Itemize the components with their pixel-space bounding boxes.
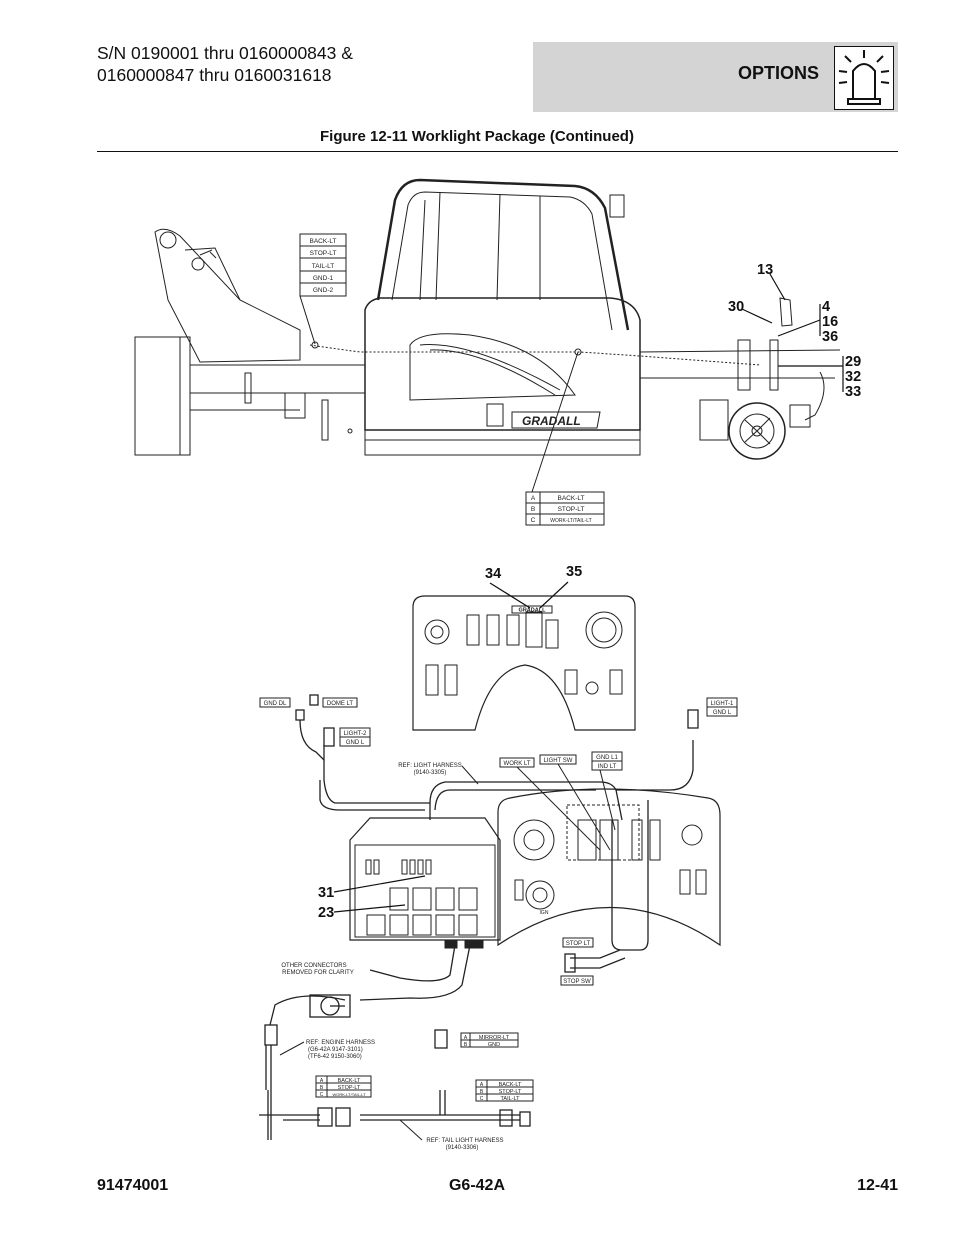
model-number: G6-42A — [448, 1177, 506, 1194]
svg-text:BACK-LT: BACK-LT — [558, 495, 585, 502]
callout-35: 35 — [566, 564, 582, 580]
ign-label: IGN — [540, 910, 549, 916]
machine-brand: GRADALL — [522, 414, 581, 428]
table1-row-2: STOP-LT — [310, 250, 337, 257]
label-ref-light-harness-pn: (9140-3305) — [414, 770, 447, 776]
table-right: A BACK-LT B STOP-LT C TAIL-LT — [475, 1079, 534, 1102]
svg-text:A: A — [464, 1035, 468, 1041]
svg-text:C: C — [531, 517, 536, 524]
table-mirror: A MIRROR-LT B GND — [460, 1032, 519, 1048]
table1-row-3: TAIL-LT — [312, 263, 335, 270]
svg-text:STOP-LT: STOP-LT — [558, 506, 585, 513]
label-ind-lt: IND LT — [598, 764, 617, 770]
svg-text:B: B — [320, 1085, 324, 1091]
callout-23: 23 — [318, 905, 334, 921]
label-gnd-l-a: GND L — [346, 740, 365, 746]
section-title: OPTIONS — [738, 63, 820, 83]
label-light-1: LIGHT-1 — [711, 701, 734, 707]
label-removed-for-clarity: REMOVED FOR CLARITY — [282, 970, 354, 976]
label-other-connectors: OTHER CONNECTORS — [281, 963, 346, 969]
lower-labels: GND DL DOME LT LIGHT-2 GND L LIGHT-1 GND… — [259, 697, 738, 1151]
callout-34: 34 — [485, 566, 501, 582]
wire-harnesses — [259, 694, 699, 1140]
svg-text:B: B — [531, 506, 535, 513]
svg-text:A: A — [531, 495, 536, 502]
callout-30: 30 — [728, 299, 744, 315]
label-stop-lt: STOP LT — [566, 941, 591, 947]
upper-dash-panel: GRADALL — [412, 595, 636, 731]
callout-4: 4 — [822, 299, 830, 315]
label-gnd-l1: GND L1 — [596, 755, 618, 761]
label-light-sw: LIGHT SW — [544, 758, 573, 764]
worklight-beacon-icon — [834, 46, 894, 110]
svg-text:B: B — [464, 1042, 468, 1048]
svg-text:BACK-LT: BACK-LT — [338, 1078, 361, 1084]
label-dome-lt: DOME LT — [327, 701, 354, 707]
label-ref-engine-harness: REF: ENGINE HARNESS — [306, 1040, 375, 1046]
callout-33: 33 — [845, 384, 861, 400]
svg-text:A: A — [320, 1078, 324, 1084]
svg-text:GND: GND — [488, 1042, 500, 1048]
label-light-2: LIGHT-2 — [344, 731, 367, 737]
callout-32: 32 — [845, 369, 861, 385]
label-ref-tail-harness: REF: TAIL LIGHT HARNESS — [426, 1138, 503, 1144]
label-ref-light-harness: REF: LIGHT HARNESS — [398, 763, 462, 769]
doc-number: 91474001 — [97, 1177, 169, 1194]
callout-13: 13 — [757, 262, 773, 278]
lower-callouts: 34 35 31 23 — [318, 564, 582, 921]
callout-31: 31 — [318, 885, 334, 901]
svg-text:BACK-LT: BACK-LT — [499, 1082, 522, 1088]
svg-text:C: C — [480, 1096, 484, 1102]
label-ref-tail-harness-pn: (9140-3306) — [446, 1145, 479, 1151]
svg-text:C: C — [320, 1092, 324, 1098]
connector-table-upper-center: A BACK-LT B STOP-LT C WORK-LT/TAIL-LT — [525, 491, 605, 526]
lower-dash-panel: IGN — [497, 788, 721, 947]
figure-title: Figure 12-11 Worklight Package (Continue… — [320, 128, 634, 145]
svg-text:WORK-LT/TAIL-LT: WORK-LT/TAIL-LT — [332, 1092, 366, 1097]
connector-table-upper-left: BACK-LT STOP-LT TAIL-LT GND-1 GND-2 — [299, 233, 347, 297]
table-left: A BACK-LT B STOP-LT C WORK-LT/TAIL-LT — [315, 1075, 372, 1098]
svg-text:MIRROR-LT: MIRROR-LT — [479, 1035, 510, 1041]
svg-text:B: B — [480, 1089, 484, 1095]
serial-number-range: S/N 0190001 thru 0160000843 & 0160000847… — [97, 42, 353, 86]
machine-side-view: GRADALL — [134, 178, 841, 493]
svg-text:A: A — [480, 1082, 484, 1088]
label-gnd-l-b: GND L — [713, 710, 732, 716]
header-rule — [97, 151, 898, 152]
label-ref-engine-tf6: (TF6-42 9150-3060) — [308, 1054, 362, 1060]
callout-29: 29 — [845, 354, 861, 370]
svg-text:TAIL-LT: TAIL-LT — [500, 1096, 520, 1102]
label-gnd-dl: GND DL — [264, 701, 287, 707]
callout-16: 16 — [822, 314, 838, 330]
svg-text:WORK-LT/TAIL-LT: WORK-LT/TAIL-LT — [550, 518, 591, 524]
label-work-lt: WORK LT — [504, 761, 531, 767]
serial-line-1: S/N 0190001 thru 0160000843 & — [97, 43, 353, 63]
page-number: 12-41 — [857, 1177, 898, 1194]
label-ref-engine-g6: (G6-42A 9147-3101) — [308, 1047, 363, 1053]
svg-text:STOP-LT: STOP-LT — [338, 1085, 361, 1091]
serial-line-2: 0160000847 thru 0160031618 — [97, 65, 332, 85]
table1-row-4: GND-1 — [313, 275, 334, 282]
table1-row-5: GND-2 — [313, 287, 334, 294]
callout-36: 36 — [822, 329, 838, 345]
panel-brand: GRADALL — [519, 608, 547, 614]
fuse-relay-panel — [349, 817, 501, 949]
upper-callouts: 13 30 4 16 36 29 32 33 — [728, 262, 861, 400]
label-stop-sw: STOP SW — [563, 979, 591, 985]
table1-row-1: BACK-LT — [310, 238, 337, 245]
svg-text:STOP-LT: STOP-LT — [499, 1089, 522, 1095]
